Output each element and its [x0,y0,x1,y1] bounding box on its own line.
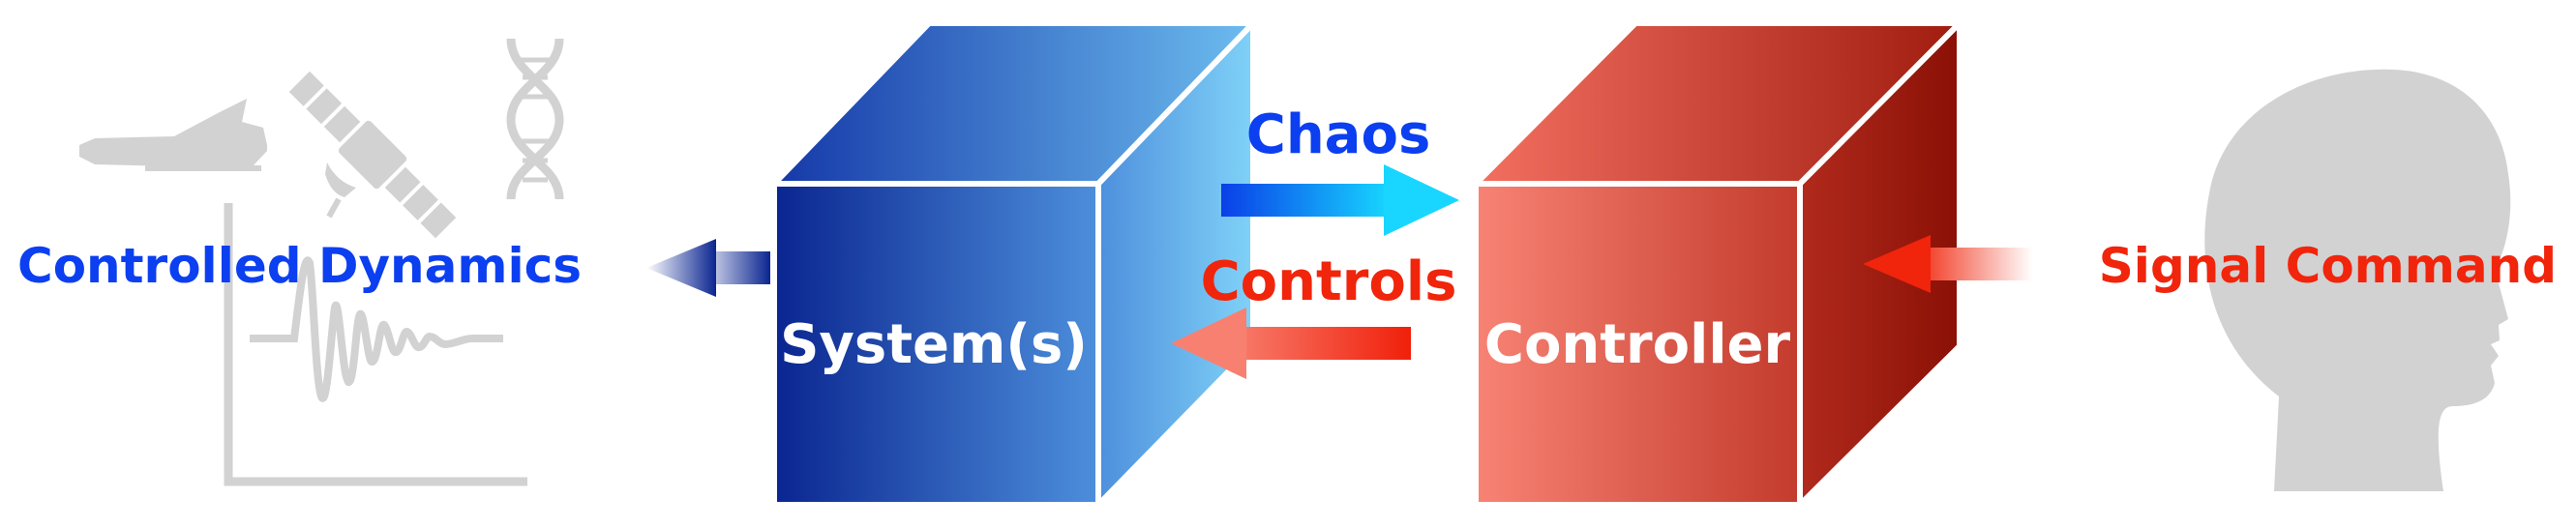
controlled-dynamics-label: Controlled Dynamics [17,238,582,294]
satellite-icon [284,66,462,244]
chaos-label: Chaos [1246,103,1431,166]
space-shuttle-icon [79,99,267,171]
controls-arrow [1171,308,1411,379]
chaos-arrow [1221,164,1459,236]
controller-label: Controller [1484,313,1791,376]
system-cube [771,20,1256,508]
input-arrow [1863,235,2032,293]
controller-cube-front [1473,181,1803,508]
controls-label: Controls [1201,250,1457,313]
system-label: System(s) [780,313,1088,376]
system-cube-front [771,181,1101,508]
human-head-icon [2204,69,2511,491]
output-arrow [646,239,770,297]
dna-icon [506,38,564,200]
oscillation-plot-icon [224,203,527,486]
signal-command-label: Signal Command [2099,238,2557,294]
